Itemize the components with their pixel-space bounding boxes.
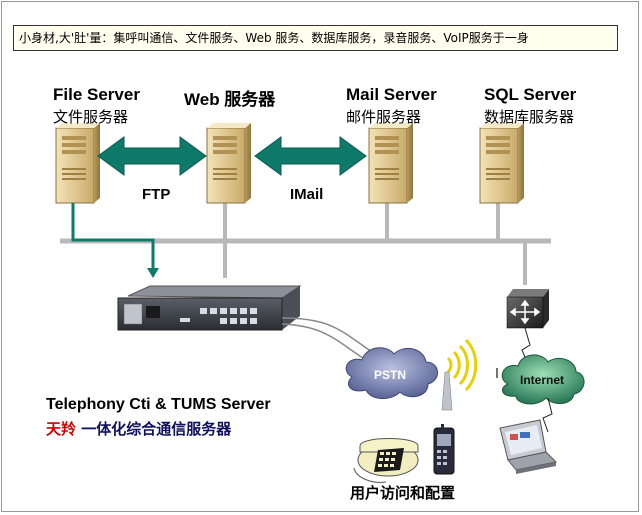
internet-label: Internet (520, 373, 564, 387)
feature-banner: 小身材,大'肚'量：集呼叫通信、文件服务、Web 服务、数据库服务，录音服务、V… (13, 25, 618, 51)
router-internet-link (521, 327, 531, 363)
device-title-cn: 天羚 一体化综合通信服务器 (46, 418, 231, 439)
imail-label: IMail (290, 186, 324, 203)
internet-laptop-link (542, 397, 553, 433)
ftp-arrow (97, 136, 207, 176)
mobile-phone-icon (433, 424, 455, 475)
sql-server-label-en: SQL Server (484, 85, 577, 104)
web-server-label: Web 服务器 (184, 90, 276, 109)
sql-server-label-cn: 数据库服务器 (484, 108, 575, 126)
router-icon (506, 289, 549, 329)
ftp-label: FTP (142, 186, 171, 203)
user-access-label: 用户访问和配置 (350, 484, 456, 502)
internet-cloud (501, 354, 585, 405)
file-server-device-link (71, 203, 155, 270)
sql-server-tower (479, 123, 524, 204)
device-pstn-cable-2 (281, 323, 367, 361)
pstn-label: PSTN (374, 368, 406, 382)
telephony-device (117, 285, 302, 331)
device-title-en: Telephony Cti & TUMS Server (46, 396, 271, 413)
file-server-device-arrowhead (147, 268, 159, 278)
device-pstn-cable-1 (281, 317, 373, 353)
file-server-label-cn: 文件服务器 (53, 108, 129, 126)
web-server-tower (206, 123, 251, 204)
desk-phone-icon (353, 438, 419, 483)
mail-server-label-en: Mail Server (346, 85, 437, 104)
imail-arrow (254, 136, 367, 176)
file-server-label-en: File Server (53, 85, 140, 104)
mail-server-label-cn: 邮件服务器 (346, 108, 422, 126)
laptop-icon (499, 419, 558, 474)
antenna-tower-icon (441, 371, 453, 411)
mail-server-tower (368, 123, 413, 204)
brand-name: 天羚 (46, 420, 77, 438)
wireless-signal-icon (446, 338, 478, 392)
pstn-cloud (345, 347, 438, 399)
file-server-tower (55, 123, 100, 204)
device-title-cn-text: 一体化综合通信服务器 (81, 420, 232, 438)
